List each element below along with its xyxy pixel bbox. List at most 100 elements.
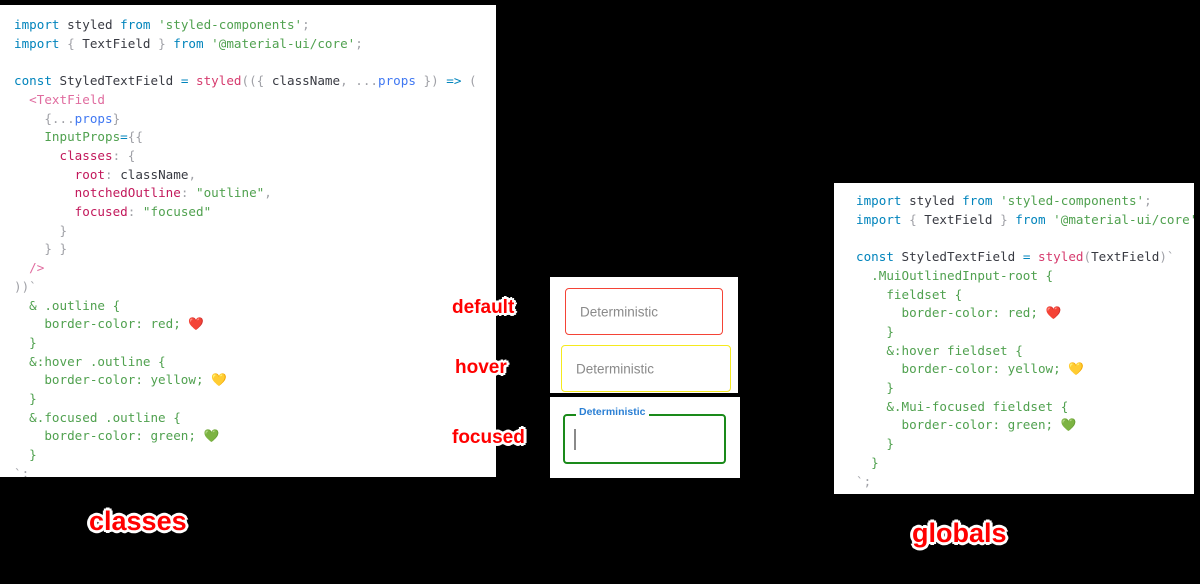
textfield-default[interactable]: Deterministic [565, 288, 723, 335]
code-token: } } [14, 241, 68, 257]
textfield-hover[interactable]: Deterministic [561, 345, 731, 392]
code-token: StyledTextField [59, 73, 174, 89]
code-token: : [105, 166, 121, 182]
code-token: styled [195, 73, 242, 89]
code-token: .MuiOutlinedInput-root { [856, 267, 1054, 283]
code-line: import styled from 'styled-components'; [856, 192, 1194, 211]
code-line: /> [14, 259, 496, 278]
code-token: ... [355, 73, 378, 89]
code-line: classes: { [14, 147, 496, 166]
code-token: '@material-ui/core' [211, 35, 356, 51]
code-token: border-color: green; [14, 428, 204, 444]
annotation-hover: hover [455, 357, 507, 378]
code-token: {{ [127, 129, 143, 145]
textfield-focused-label: Deterministic [576, 407, 649, 418]
demo-panel-default-hover: Deterministic Deterministic [550, 277, 738, 393]
code-line: {...props} [14, 110, 496, 129]
code-line: <TextField [14, 91, 496, 110]
code-token: border-color: yellow; [14, 372, 212, 388]
code-line: } [14, 334, 496, 353]
code-line: fieldset { [856, 286, 1194, 305]
code-token: } [14, 222, 68, 238]
code-token: { [67, 35, 83, 51]
code-line: import { TextField } from '@material-ui/… [856, 211, 1194, 230]
code-token: : [180, 185, 196, 201]
code-token: TextField [1091, 249, 1160, 265]
code-line: `; [14, 465, 496, 477]
code-token: className [271, 73, 341, 89]
code-token: } [856, 454, 879, 470]
heart-icon: 💛 [1068, 361, 1084, 377]
code-token: styled [909, 193, 955, 208]
code-token: = [173, 73, 196, 89]
code-line: focused: "focused" [14, 203, 496, 222]
code-line: border-color: green; 💚 [856, 416, 1194, 435]
code-token: "focused" [142, 204, 212, 220]
code-token: ; [1144, 193, 1152, 208]
code-line: & .outline { [14, 297, 496, 316]
code-token: StyledTextField [901, 249, 1016, 265]
code-token: classes [59, 147, 113, 163]
code-line: } [14, 390, 496, 409]
code-token: = [1015, 249, 1038, 265]
code-line: } [14, 446, 496, 465]
code-token: className [120, 166, 189, 182]
code-token: &.focused .outline { [14, 409, 181, 425]
code-line: border-color: red; ❤️ [856, 304, 1194, 323]
code-token: = [120, 129, 128, 145]
code-token: ; [355, 35, 363, 51]
code-token: : [112, 147, 128, 163]
code-token [14, 204, 75, 219]
code-token: notchedOutline [74, 185, 181, 201]
code-line: &:hover .outline { [14, 353, 496, 372]
textfield-focused[interactable]: Deterministic [563, 407, 726, 464]
code-token: { [256, 73, 272, 89]
code-token: < [14, 91, 37, 107]
code-token: : [127, 204, 143, 220]
code-token: TextField [924, 211, 993, 227]
code-token: , [188, 166, 197, 182]
code-line: border-color: red; ❤️ [14, 315, 496, 334]
code-token: } [856, 436, 894, 452]
code-token: styled [1037, 249, 1084, 265]
code-line: } [856, 323, 1194, 342]
code-token: props [378, 73, 416, 89]
code-token: focused [74, 204, 128, 220]
code-token: const [856, 249, 902, 265]
code-line: root: className, [14, 166, 496, 185]
annotation-title-classes: classes [89, 506, 187, 536]
code-token: } [150, 35, 166, 51]
code-line: import { TextField } from '@material-ui/… [14, 35, 496, 54]
code-token: ( [469, 73, 477, 89]
code-token: styled [67, 17, 113, 32]
code-token: root [74, 166, 106, 182]
code-line: } [856, 435, 1194, 454]
code-token [14, 167, 75, 182]
code-token: TextField [82, 35, 151, 51]
code-token: } [14, 391, 37, 407]
code-token [14, 148, 60, 163]
code-token: => [438, 73, 470, 89]
heart-icon: 💚 [203, 428, 220, 444]
heart-icon: 💚 [1060, 417, 1077, 433]
right-code-panel: import styled from 'styled-components';i… [834, 183, 1194, 494]
heart-icon: ❤️ [1045, 305, 1062, 321]
code-token: import [14, 17, 68, 32]
code-token: ; [302, 17, 310, 32]
code-line: &:hover fieldset { [856, 342, 1194, 361]
code-token: from [165, 35, 212, 51]
code-token: 'styled-components' [1000, 193, 1145, 208]
code-line: ))` [14, 278, 496, 297]
left-code-panel: import styled from 'styled-components';i… [0, 5, 496, 477]
code-token: , [264, 185, 272, 201]
code-token: (( [241, 73, 257, 89]
code-token: import [856, 193, 910, 208]
code-token: ( [1083, 249, 1092, 265]
code-token: /> [14, 260, 45, 276]
code-token: 'styled-components' [158, 17, 303, 32]
code-token: TextField [36, 91, 105, 107]
code-token: from [1007, 211, 1054, 227]
textfield-hover-text: Deterministic [576, 361, 655, 376]
code-line: } } [14, 240, 496, 259]
code-token: { [14, 110, 52, 126]
